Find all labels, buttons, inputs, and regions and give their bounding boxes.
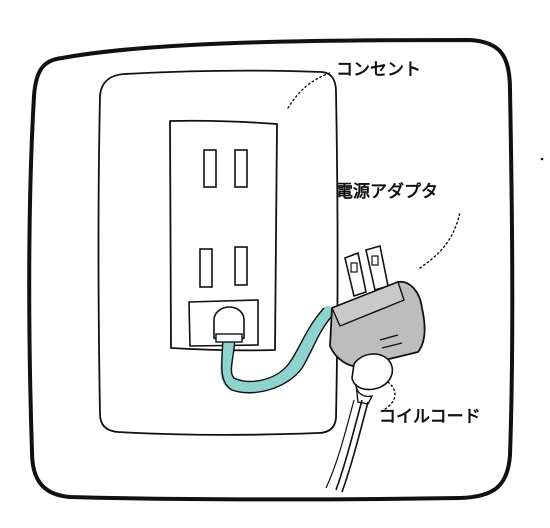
coil-cord-line-1 xyxy=(335,399,363,491)
outlet-cover-plate xyxy=(97,69,339,436)
receptacle-body xyxy=(169,119,278,352)
adapter-prong-left xyxy=(344,251,367,298)
ground-socket xyxy=(188,299,259,347)
coil-cord-plug-head xyxy=(351,353,394,391)
outlet-label: コンセント xyxy=(336,60,421,80)
leader-line-coil-cord xyxy=(379,381,396,413)
coil-cord-line-2 xyxy=(341,401,369,493)
power-adapter-label: 電源アダプタ xyxy=(336,182,438,202)
stray-dot xyxy=(540,157,544,161)
adapter-prong-left-hole xyxy=(350,262,358,273)
power-adapter-vent-2 xyxy=(381,342,403,349)
teal-cable-outline-bottom xyxy=(230,307,325,383)
adapter-prong-right xyxy=(365,244,389,292)
small-plug-collar xyxy=(215,333,243,343)
leader-line-adapter xyxy=(419,211,461,269)
lower-socket-right-slot xyxy=(234,246,248,286)
wall-frame-outline xyxy=(27,38,515,502)
coil-cord-line-3 xyxy=(325,399,355,489)
lower-socket-left-slot xyxy=(199,248,213,288)
teal-cable-outline-top xyxy=(221,315,333,394)
adapter-prong-right-hole xyxy=(371,255,379,266)
power-adapter-vent-1 xyxy=(379,334,399,341)
power-adapter-top-face xyxy=(331,281,405,327)
upper-socket-left-slot xyxy=(203,149,217,188)
upper-socket-right-slot xyxy=(234,149,248,188)
coil-cord-strain-relief xyxy=(355,383,374,405)
leader-line-outlet xyxy=(287,72,331,109)
coil-cord-label: コイルコード xyxy=(379,407,481,427)
teal-cable xyxy=(220,306,334,394)
